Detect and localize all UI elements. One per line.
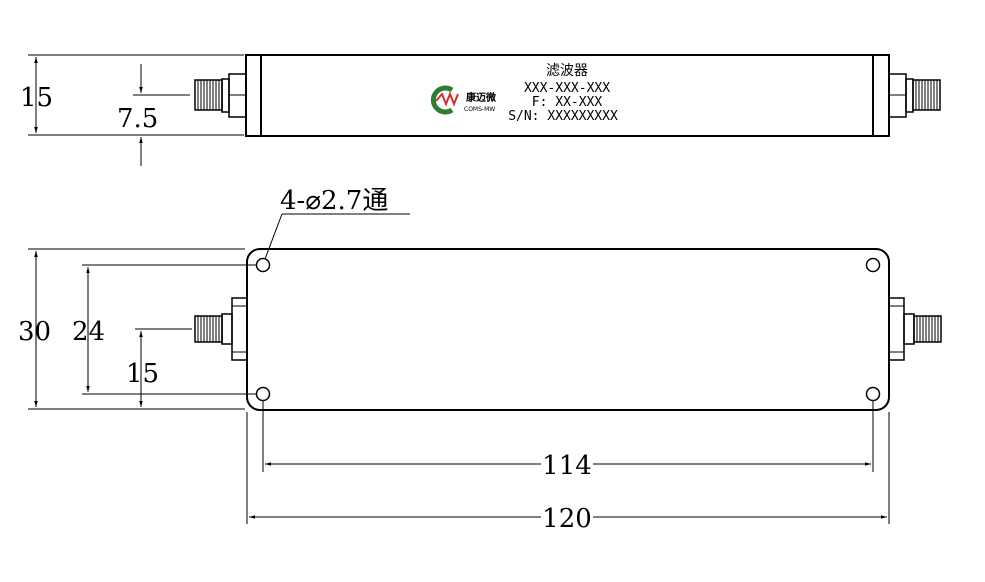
top-right-connector: [888, 297, 942, 361]
side-connector-dimension: 7.5: [117, 64, 190, 166]
label-model: XXX-XXX-XXX: [524, 81, 610, 96]
hole-pitch-value: 24: [72, 317, 105, 347]
company-logo: 康迈微 COMS-MW: [430, 85, 497, 115]
label-name: 滤波器: [546, 63, 588, 79]
side-height-dimension: 15: [20, 54, 244, 136]
logo-en: COMS-MW: [464, 106, 495, 113]
mounting-hole-bottom-right: [865, 386, 881, 402]
top-body: [246, 248, 890, 411]
mounting-hole-top-right: [865, 257, 881, 273]
hole-pitch-dimension: 24: [72, 264, 256, 395]
mounting-hole-top-left: [255, 257, 271, 273]
side-left-connector: [194, 73, 247, 118]
logo-cn: 康迈微: [466, 91, 497, 104]
side-height-value: 15: [20, 83, 53, 113]
hole-callout-text: 4-⌀2.7通: [280, 186, 388, 216]
top-connector-value: 15: [126, 359, 159, 389]
length-value: 120: [542, 504, 592, 534]
hole-callout: 4-⌀2.7通: [264, 186, 410, 260]
hole-span-value: 114: [542, 451, 592, 481]
side-connector-value: 7.5: [117, 104, 158, 134]
logo-wave-icon: [435, 91, 459, 107]
label-freq: F: XX-XXX: [532, 95, 603, 110]
side-view: 滤波器 XXX-XXX-XXX F: XX-XXX S/N: XXXXXXXXX…: [20, 54, 941, 166]
top-left-connector: [194, 297, 248, 361]
top-height-dimension: 30: [18, 248, 245, 410]
label-serial: S/N: XXXXXXXXX: [508, 109, 618, 124]
mounting-hole-bottom-left: [255, 386, 271, 402]
top-connector-dimension: 15: [126, 328, 192, 410]
top-view: 4-⌀2.7通 30 24 15 114: [18, 186, 942, 534]
length-dimension: 120: [246, 412, 890, 534]
side-right-connector: [888, 73, 941, 118]
top-height-value: 30: [18, 317, 51, 347]
hole-span-dimension: 114: [262, 401, 874, 481]
